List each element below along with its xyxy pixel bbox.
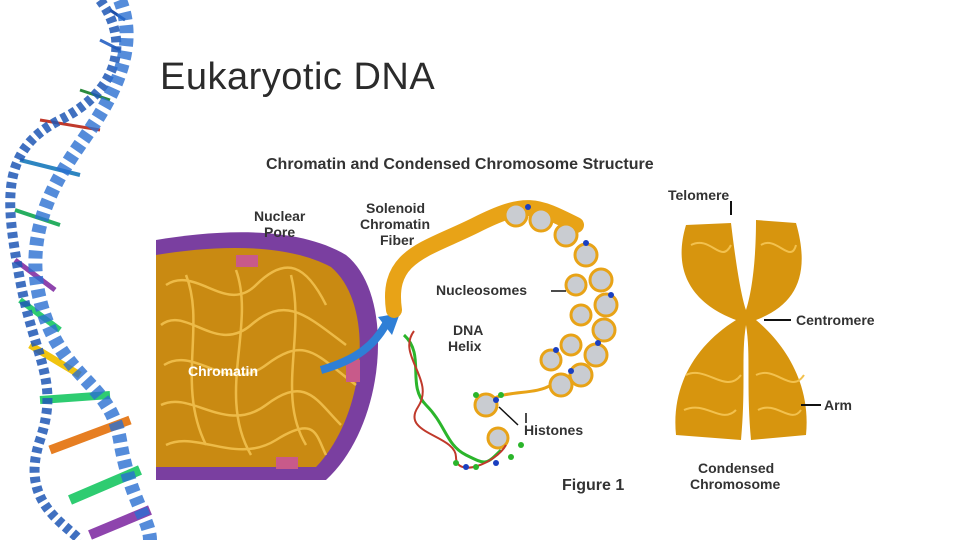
dna-double-helix xyxy=(402,330,524,470)
chromatin-figure: Chromatin and Condensed Chromosome Struc… xyxy=(156,156,875,494)
label-nuclear-pore-2: Pore xyxy=(264,224,295,240)
label-centromere: Centromere xyxy=(796,312,875,328)
label-dna: DNA xyxy=(453,322,483,338)
label-solenoid-3: Fiber xyxy=(380,232,415,248)
label-arm: Arm xyxy=(824,397,852,413)
arrow-blue xyxy=(319,318,392,374)
label-nuclear-pore: Nuclear xyxy=(254,208,306,224)
label-nucleosomes: Nucleosomes xyxy=(436,282,527,298)
label-condensed: Condensed xyxy=(698,460,774,476)
leader-lines xyxy=(498,290,566,426)
arrow-head xyxy=(378,313,400,335)
label-telomere: Telomere xyxy=(668,187,729,203)
figure-heading: Chromatin and Condensed Chromosome Struc… xyxy=(266,156,654,173)
nucleus-illustration xyxy=(156,232,379,480)
helix-backbone xyxy=(5,0,157,540)
slide-title: Eukaryotic DNA xyxy=(160,56,436,98)
label-chromosome: Chromosome xyxy=(690,476,780,492)
label-chromatin: Chromatin xyxy=(188,363,258,379)
label-helix: Helix xyxy=(448,338,482,354)
nuclear-pore-bottom xyxy=(276,457,298,469)
dna-helix-decoration xyxy=(5,0,157,540)
helix-rungs xyxy=(13,8,152,540)
nuclear-pore-right xyxy=(346,360,360,382)
label-histones: Histones xyxy=(524,422,583,438)
nuclear-pore-top xyxy=(236,255,258,267)
label-solenoid-2: Chromatin xyxy=(360,216,430,232)
label-solenoid: Solenoid xyxy=(366,200,425,216)
nucleosome-coil xyxy=(473,202,619,450)
figure-caption: Figure 1 xyxy=(562,477,624,494)
condensed-chromosome xyxy=(675,201,821,440)
